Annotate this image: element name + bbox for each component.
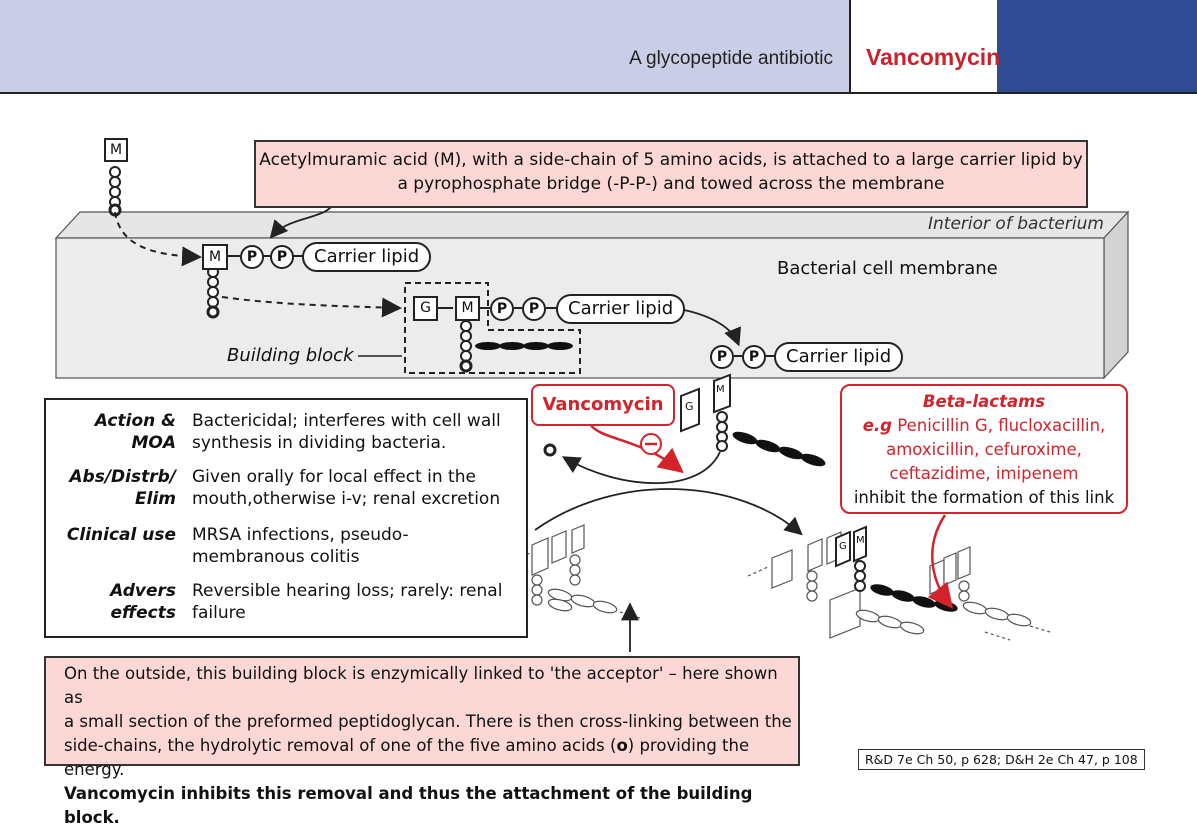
outside-building-block [680,373,826,467]
m-square-membrane: M [202,244,228,270]
g-square: G [413,296,438,321]
info-value: Reversible hearing loss; rarely: renal f… [192,581,503,623]
desc-line-3a: side-chains, the hydrolytic removal of o… [64,736,617,755]
beta-drugs-3: ceftazidime, imipenem [889,464,1079,483]
page-title: Vancomycin [866,44,1001,70]
mechanism-description: On the outside, this building block is e… [44,656,800,827]
m-square-free: M [104,138,128,162]
building-block-outline [404,282,581,374]
membrane-label: Bacterial cell membrane [777,258,998,279]
inserted-g-label: G [839,541,847,552]
phosphate-3: P [490,297,514,321]
transport-arrow-2 [221,296,402,318]
phosphate-5: P [710,345,734,369]
header-title-box [849,0,999,92]
reference: R&D 7e Ch 50, p 628; D&H 2e Ch 47, p 108 [858,749,1145,770]
flip-arrow [683,309,741,347]
info-key: Clinical use [66,525,176,545]
info-value: MRSA infections, pseudo-membranous colit… [192,525,409,567]
beta-lactam-arrow [927,514,954,609]
free-m-unit [108,166,122,217]
carrier-lipid-3: Carrier lipid [774,342,904,372]
carrier-lipid-2: Carrier lipid [556,294,686,324]
info-key: Advers effects [110,581,176,623]
phosphate-2: P [270,245,294,269]
transport-arrow-1 [114,211,202,267]
beta-lactams-box: Beta-lactams e.g Penicillin G, flucloxac… [840,384,1128,514]
building-block-label: Building block [227,345,354,366]
inserted-m-label: M [856,535,865,546]
desc-line-1: On the outside, this building block is e… [64,664,778,707]
carrier-lipid-1: Carrier lipid [302,242,432,272]
vancomycin-box: Vancomycin [531,384,675,426]
drug-info-table: Action & MOA Bactericidal; interferes wi… [44,398,528,638]
desc-line-3b: o [616,736,628,755]
desc-line-3c: ) providing the energy. [64,736,750,779]
acceptor-peptidoglycan-left [515,524,641,619]
peptidoglycan-right [747,531,1051,641]
outside-g-label: G [685,400,694,413]
released-amino-acid [543,443,557,457]
beta-drugs-2: amoxicillin, cefuroxime, [886,440,1082,459]
header-accent-band [997,0,1197,92]
beta-drugs-1: e.g Penicillin G, flucloxacillin, [842,414,1126,438]
carrier-callout: Acetylmuramic acid (M), with a side-chai… [254,140,1088,208]
desc-line-3: side-chains, the hydrolytic removal of o… [64,734,798,782]
header-rule [0,92,1197,94]
outside-m-label: M [716,384,725,395]
beta-tail: inhibit the formation of this link [853,488,1115,507]
beta-title: Beta-lactams [922,392,1046,411]
info-key: Action & MOA [94,411,176,453]
beta-eg: e.g [862,416,892,435]
desc-line-4: Vancomycin inhibits this removal and thu… [64,784,753,827]
phosphate-4: P [522,297,546,321]
desc-line-2: a small section of the preformed peptido… [64,712,792,731]
vancomycin-arrow [588,423,684,474]
header-band [0,0,849,92]
m-square-block: M [455,296,480,321]
info-value: Given orally for local effect in the mou… [192,467,501,509]
page-subtitle: A glycopeptide antibiotic [629,48,833,69]
phosphate-1: P [240,245,264,269]
beta-drugs-line1: Penicillin G, flucloxacillin, [897,416,1106,435]
info-value: Bactericidal; interferes with cell wall … [192,411,501,453]
phosphate-6: P [742,345,766,369]
info-key: Abs/Distrb/ Elim [69,467,176,509]
interior-label: Interior of bacterium [928,214,1104,234]
linkage-arrow [534,488,803,536]
